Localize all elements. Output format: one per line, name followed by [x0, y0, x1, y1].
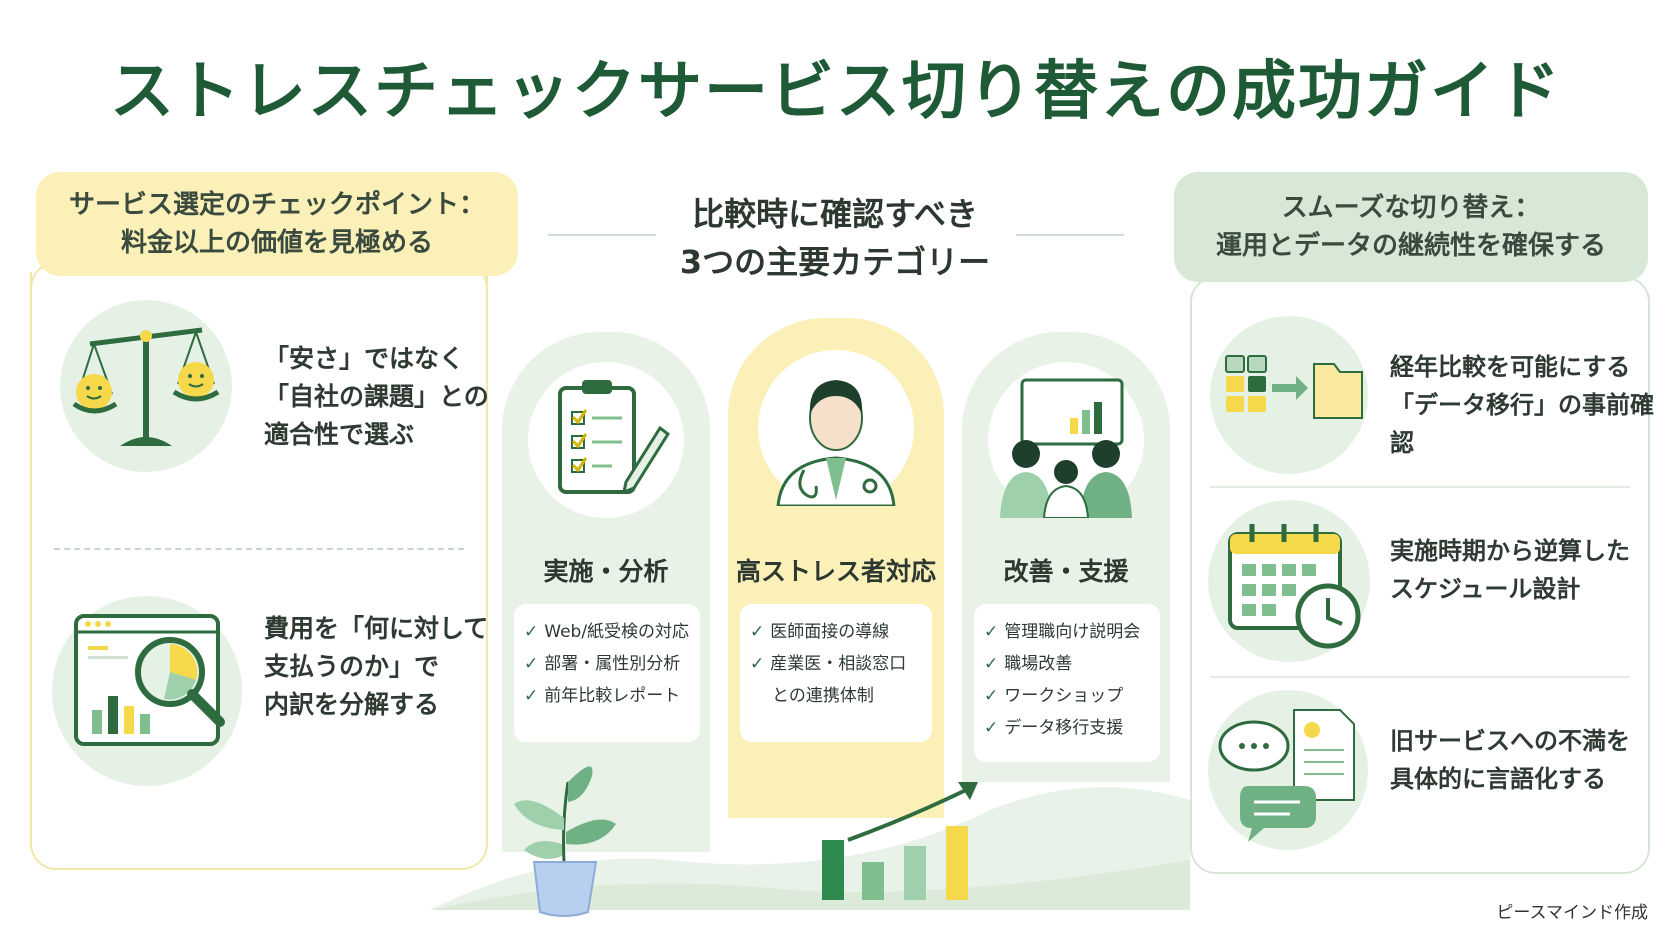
category-1-icon-circle: [528, 362, 684, 518]
category-2-icon-circle: [758, 350, 914, 508]
list-item: ✓前年比較レポート: [524, 686, 681, 706]
list-item-text: との連携体制: [772, 686, 874, 706]
right-item-3-text: 旧サービスへの不満を 具体的に言語化する: [1390, 722, 1630, 798]
balance-circle: [60, 300, 232, 472]
clipboard-check-icon: [558, 380, 671, 495]
magnifier-report-icon: [74, 614, 225, 746]
data-transfer-icon: [1225, 355, 1363, 419]
list-item-text: ワークショップ: [1004, 686, 1124, 706]
category-1-list: ✓Web/紙受検の対応 ✓部署・属性別分析 ✓前年比較レポート: [514, 604, 700, 742]
data-transfer-circle: [1210, 316, 1368, 474]
left-item-2-line3: 内訳を分解する: [264, 690, 440, 719]
category-1-label: 実施・分析: [543, 557, 669, 586]
magnifier-circle: [52, 596, 242, 786]
right-item-3-line2: 具体的に言語化する: [1390, 765, 1606, 793]
list-item: との連携体制: [750, 680, 922, 712]
right-header: スムーズな切り替え： 運用とデータの継続性を確保する: [1174, 172, 1648, 282]
plant-icon: [514, 766, 616, 917]
category-3-icon-circle: [988, 362, 1144, 519]
left-item-1-text: 「安さ」ではなく 「自社の課題」との 適合性で選ぶ: [264, 340, 489, 454]
list-item-text: 職場改善: [1004, 654, 1073, 674]
list-item-text: Web/紙受検の対応: [544, 622, 690, 642]
right-header-line1: スムーズな切り替え：: [1281, 193, 1541, 223]
speech-document-circle: [1208, 690, 1368, 850]
list-item-text: 医師面接の導線: [770, 622, 890, 642]
list-item: ✓産業医・相談窓口: [750, 654, 907, 674]
center-title-line-left: [548, 234, 656, 236]
balance-scale-icon: [72, 327, 220, 446]
right-item-1-line2: 「データ移行」の事前確認: [1390, 391, 1654, 457]
center-title: 比較時に確認すべき 3つの主要カテゴリー: [640, 190, 1030, 286]
list-item: ✓職場改善: [984, 654, 1073, 674]
left-item-2-line2: 支払うのか」で: [264, 652, 440, 681]
left-header-line1: サービス選定のチェックポイント：: [68, 190, 485, 220]
list-item-text: データ移行支援: [1004, 718, 1124, 738]
list-item: ✓医師面接の導線: [750, 622, 890, 642]
list-item-text: 前年比較レポート: [544, 686, 681, 706]
right-item-3-line1: 旧サービスへの不満を: [1390, 727, 1630, 755]
left-item-1-line3: 適合性で選ぶ: [264, 420, 415, 449]
list-item: ✓データ移行支援: [984, 718, 1124, 738]
category-3-list: ✓管理職向け説明会 ✓職場改善 ✓ワークショップ ✓データ移行支援: [974, 604, 1160, 762]
category-3-label: 改善・支援: [1003, 557, 1129, 586]
left-header-line2: 料金以上の価値を見極める: [120, 228, 433, 258]
center-title-line-right: [1016, 234, 1124, 236]
list-item-text: 産業医・相談窓口: [770, 654, 907, 674]
doctor-icon: [776, 380, 896, 508]
right-item-2-line2: スケジュール設計: [1390, 575, 1581, 603]
background-hills: [430, 787, 1190, 910]
right-item-1-text: 経年比較を可能にする 「データ移行」の事前確認: [1390, 348, 1672, 462]
growth-bars-icon: [822, 782, 978, 900]
speech-document-icon: [1218, 709, 1355, 842]
list-item: ✓Web/紙受検の対応: [524, 622, 690, 642]
left-item-2-text: 費用を「何に対して 支払うのか」で 内訳を分解する: [264, 610, 488, 724]
category-2-label: 高ストレス者対応: [735, 557, 936, 586]
center-title-line2: 3つの主要カテゴリー: [679, 243, 991, 281]
left-header: サービス選定のチェックポイント： 料金以上の価値を見極める: [36, 172, 518, 276]
calendar-clock-icon: [1228, 524, 1361, 649]
right-item-1-line1: 経年比較を可能にする: [1390, 353, 1631, 381]
list-item-text: 管理職向け説明会: [1004, 622, 1141, 642]
team-presentation-icon: [1000, 378, 1132, 519]
right-divider-1: [1210, 486, 1630, 488]
list-item: ✓管理職向け説明会: [984, 622, 1141, 642]
left-panel-frame: [30, 272, 488, 870]
page-title: ストレスチェックサービス切り替えの成功ガイド: [110, 55, 1562, 129]
left-divider: [54, 548, 464, 550]
right-item-2-text: 実施時期から逆算した スケジュール設計: [1390, 532, 1630, 608]
center-title-line1: 比較時に確認すべき: [692, 195, 978, 233]
right-item-2-line1: 実施時期から逆算した: [1390, 537, 1630, 565]
left-item-2-line1: 費用を「何に対して: [264, 614, 489, 643]
list-item: ✓ワークショップ: [984, 686, 1124, 706]
right-header-line2: 運用とデータの継続性を確保する: [1215, 231, 1606, 261]
list-item: ✓部署・属性別分析: [524, 654, 681, 674]
right-divider-2: [1210, 676, 1630, 678]
calendar-clock-circle: [1208, 500, 1370, 662]
category-2-list: ✓医師面接の導線 ✓産業医・相談窓口 との連携体制: [740, 604, 932, 742]
list-item-text: 部署・属性別分析: [544, 654, 681, 674]
left-item-1-line1: 「安さ」ではなく: [264, 344, 465, 373]
left-item-1-line2: 「自社の課題」との: [264, 382, 489, 411]
credit-text: ピースマインド作成: [1496, 903, 1648, 923]
